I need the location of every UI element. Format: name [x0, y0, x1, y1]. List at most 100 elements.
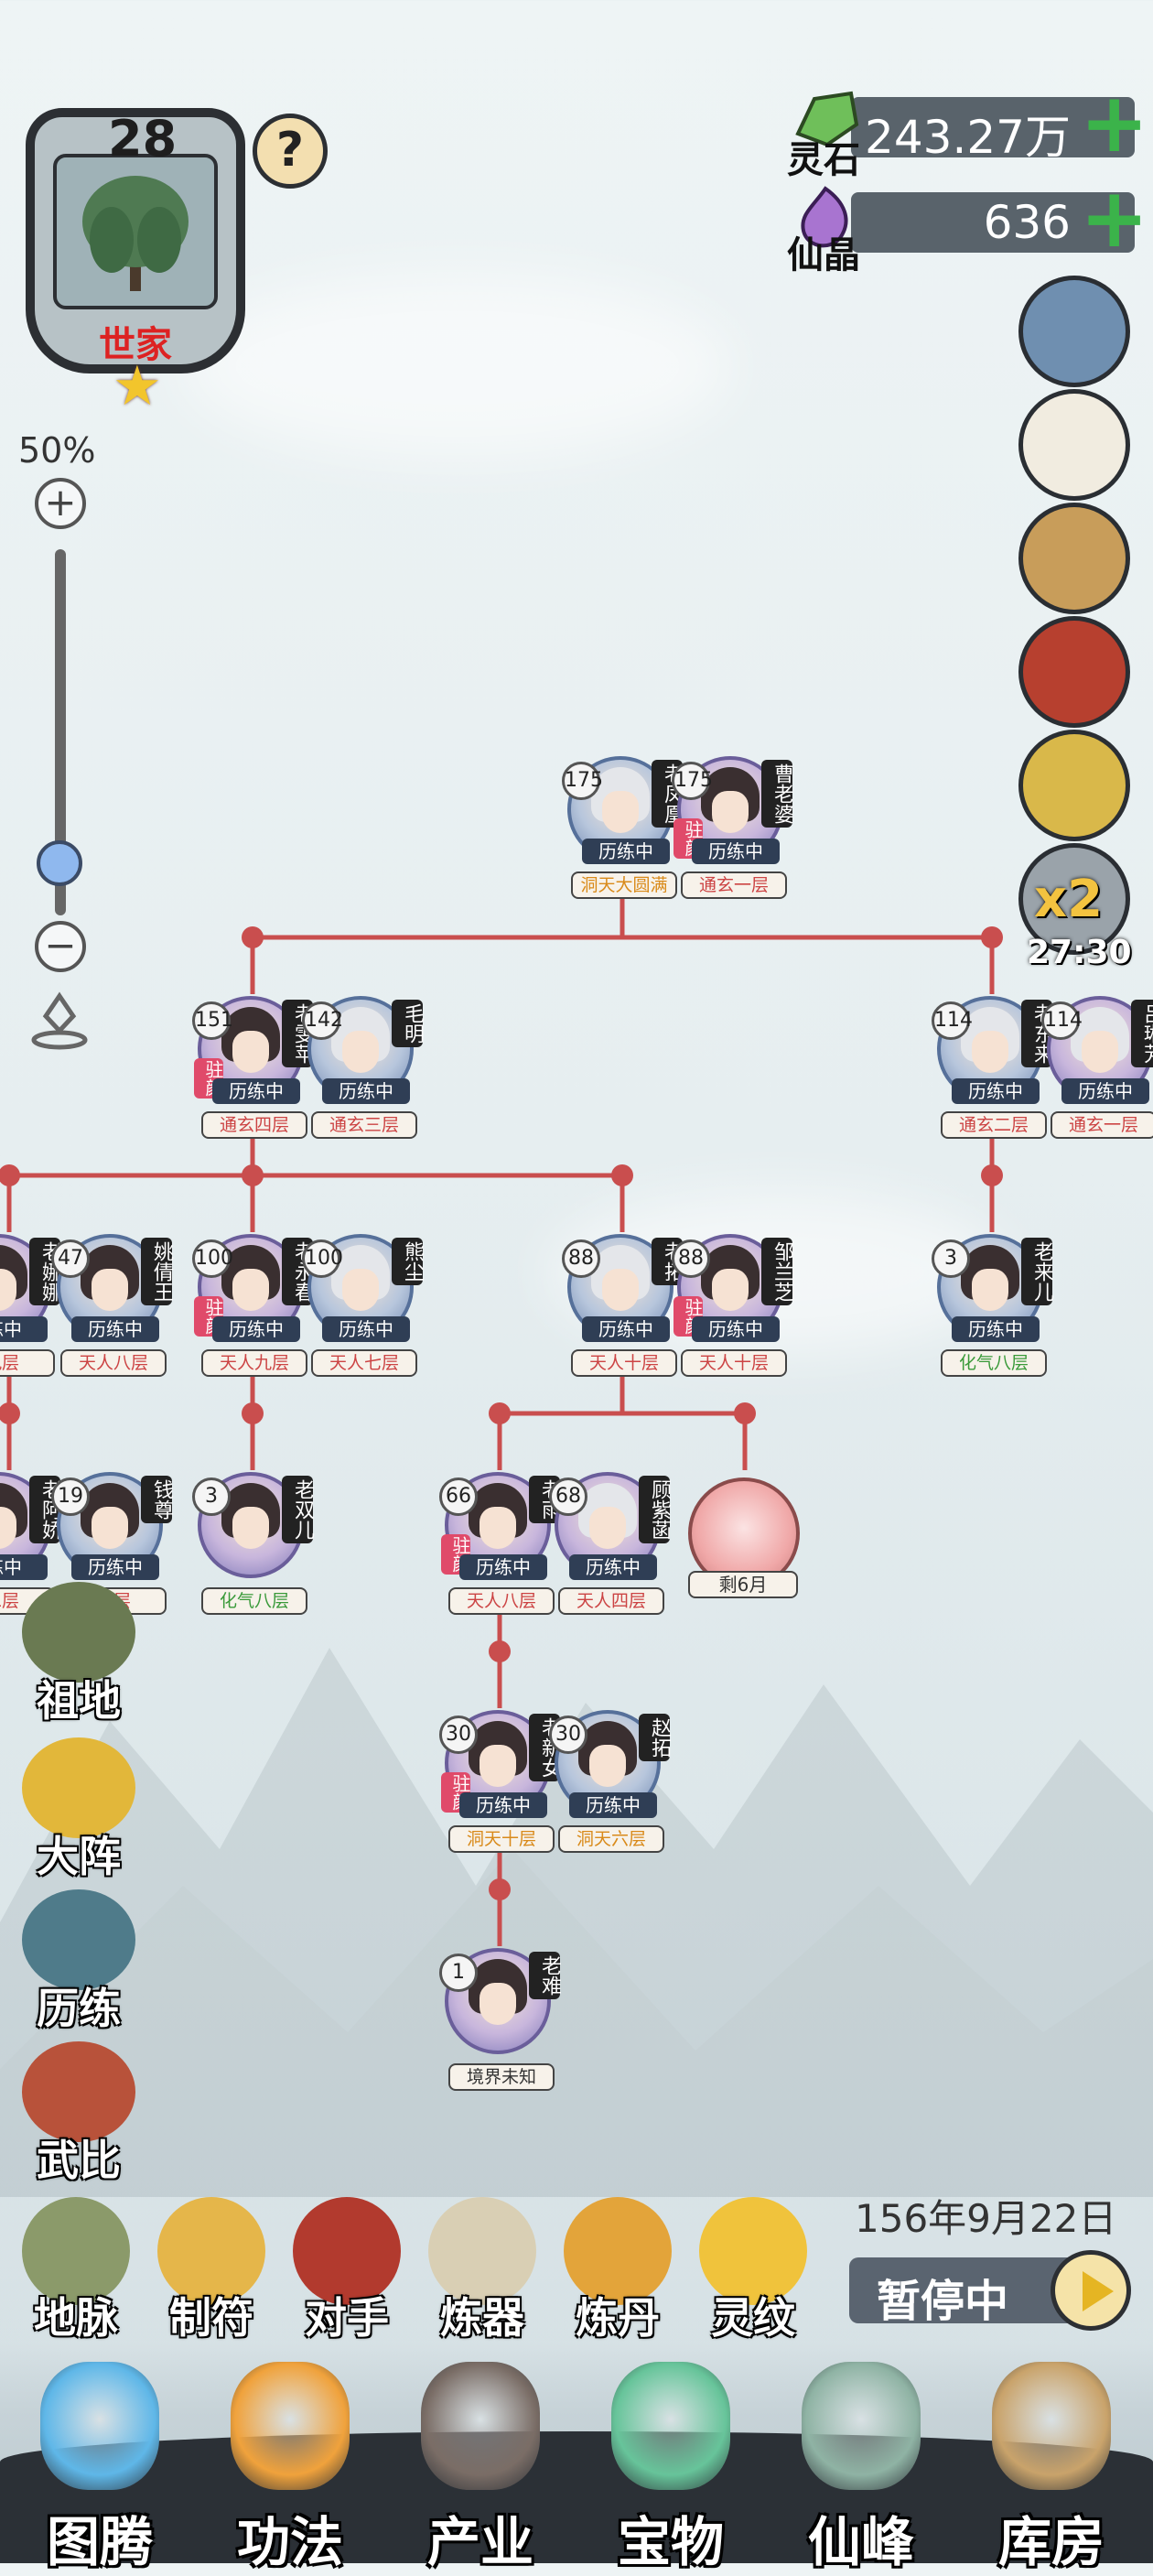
member-age: 30	[439, 1716, 478, 1754]
member-status: 历练中	[459, 1554, 547, 1580]
play-icon[interactable]	[1051, 2250, 1131, 2331]
member-realm: 化气八层	[941, 1349, 1047, 1377]
nav-storehouse[interactable]: 库房	[955, 2343, 1148, 2573]
embryo-remaining: 剩6月	[688, 1571, 798, 1598]
member-status: 历练中	[692, 839, 780, 864]
zoom-percent: 50%	[18, 430, 96, 471]
member-status: 历练中	[692, 1316, 780, 1342]
face	[342, 1269, 379, 1311]
zoom-slider-track[interactable]	[55, 549, 66, 915]
nav-label: 库房	[997, 2511, 1105, 2573]
plaque-icon[interactable]	[1023, 734, 1126, 837]
tool-forge[interactable]: 炼器	[423, 2197, 542, 2343]
menu-duel[interactable]: 武比	[15, 2041, 143, 2185]
spirit-stone-label: 灵石	[787, 139, 860, 181]
member-realm: 天人十层	[681, 1349, 787, 1377]
immortal-crystal-icon	[801, 186, 848, 248]
help-button[interactable]: ?	[253, 114, 328, 189]
locate-icon[interactable]	[27, 989, 92, 1053]
face	[92, 1269, 128, 1311]
face	[972, 1031, 1008, 1073]
earth-vein-icon	[22, 2197, 130, 2305]
nav-immortal-peak[interactable]: 仙峰	[765, 2343, 957, 2573]
immortal-crystal-label: 仙晶	[787, 234, 860, 276]
resource-bar	[851, 97, 1135, 157]
nav-industry[interactable]: 产业	[384, 2343, 576, 2573]
add-immortal-crystal-button[interactable]: +	[1080, 170, 1149, 266]
peak-icon	[802, 2362, 921, 2490]
red-book-icon[interactable]	[1023, 621, 1126, 723]
settings-icon[interactable]	[1023, 280, 1126, 383]
family-member[interactable]: 88老拓历练中天人十层	[562, 1234, 684, 1380]
zoom-in-button[interactable]: +	[35, 478, 86, 529]
member-age: 1	[439, 1954, 478, 1992]
face	[92, 1507, 128, 1549]
tool-earth-vein[interactable]: 地脉	[16, 2197, 135, 2343]
family-member[interactable]: 66老雨驻颜历练中天人八层	[439, 1472, 561, 1618]
face	[480, 1507, 516, 1549]
rival-temple-icon	[293, 2197, 401, 2305]
nav-technique[interactable]: 功法	[194, 2343, 386, 2573]
star-icon: ★	[113, 354, 162, 418]
spiral-rune-icon	[699, 2197, 807, 2305]
family-member[interactable]: 老娜娜练中九层	[0, 1234, 61, 1380]
tool-alchemy[interactable]: 炼丹	[558, 2197, 677, 2343]
bottom-nav: 图腾 功法 产业 宝物 仙峰 库房	[0, 2343, 1153, 2573]
menu-formation[interactable]: 大阵	[15, 1737, 143, 1881]
member-age: 3	[932, 1239, 970, 1278]
background-mist	[183, 275, 732, 458]
member-name: 姚倩王	[141, 1238, 173, 1305]
add-spirit-stone-button[interactable]: +	[1080, 75, 1149, 171]
member-name: 顾紫菡	[639, 1476, 671, 1543]
background-mountains	[0, 1648, 1153, 2197]
speed-stone-icon[interactable]	[1023, 848, 1126, 950]
face	[0, 1269, 16, 1311]
menu-ancestral-land[interactable]: 祖地	[15, 1582, 143, 1726]
zoom-slider-handle[interactable]	[37, 840, 82, 886]
tool-label: 炼丹	[576, 2293, 660, 2343]
nav-totem[interactable]: 图腾	[4, 2343, 196, 2573]
forge-scroll-icon	[428, 2197, 536, 2305]
member-name: 毛明	[392, 1000, 424, 1047]
family-badge[interactable]: 28 世家 ★	[16, 99, 254, 414]
embryo-icon[interactable]	[688, 1477, 800, 1589]
menu-training[interactable]: 历练	[15, 1889, 143, 2033]
family-level: 28	[108, 110, 178, 168]
member-name: 老难	[529, 1952, 561, 1999]
nav-treasure[interactable]: 宝物	[575, 2343, 767, 2573]
face	[589, 1745, 626, 1787]
tool-rival[interactable]: 对手	[287, 2197, 406, 2343]
spirit-stone-icon	[795, 91, 859, 147]
yin-yang-icon	[22, 1737, 135, 1838]
rolled-scroll-icon[interactable]	[1023, 507, 1126, 610]
zoom-out-button[interactable]: −	[35, 921, 86, 972]
tool-talisman[interactable]: 制符	[152, 2197, 271, 2343]
scroll-letter-icon[interactable]	[1023, 394, 1126, 496]
member-status: 历练中	[952, 1078, 1040, 1104]
technique-icon	[231, 2362, 350, 2490]
pause-panel[interactable]: 暂停中	[849, 2250, 1133, 2331]
member-age: 114	[1041, 1001, 1083, 1040]
tool-spirit-rune[interactable]: 灵纹	[694, 2197, 813, 2343]
member-status: 历练中	[322, 1316, 410, 1342]
member-status: 历练中	[569, 1792, 657, 1818]
face	[602, 791, 639, 833]
cauldron-icon	[564, 2197, 672, 2305]
